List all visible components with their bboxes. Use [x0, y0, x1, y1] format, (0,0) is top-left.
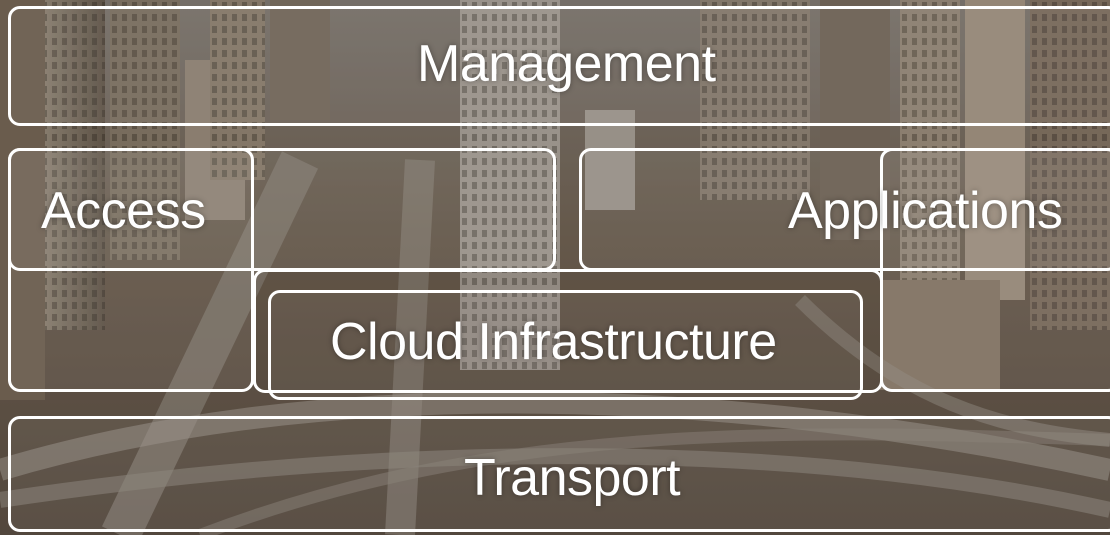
- transport-layer: [8, 416, 1110, 532]
- applications-layer-lower: [880, 148, 1110, 392]
- access-layer-lower: [8, 148, 254, 392]
- applications-layer: [579, 148, 1110, 271]
- management-layer: [8, 6, 1110, 126]
- transport-label: Transport: [464, 449, 681, 507]
- cloud-infrastructure-layer: [268, 290, 863, 400]
- cloud-infrastructure-label: Cloud Infrastructure: [330, 313, 777, 371]
- access-label: Access: [41, 182, 206, 240]
- management-label: Management: [417, 35, 716, 93]
- applications-label: Applications: [788, 182, 1063, 240]
- cloud-infrastructure-outer: [253, 269, 883, 393]
